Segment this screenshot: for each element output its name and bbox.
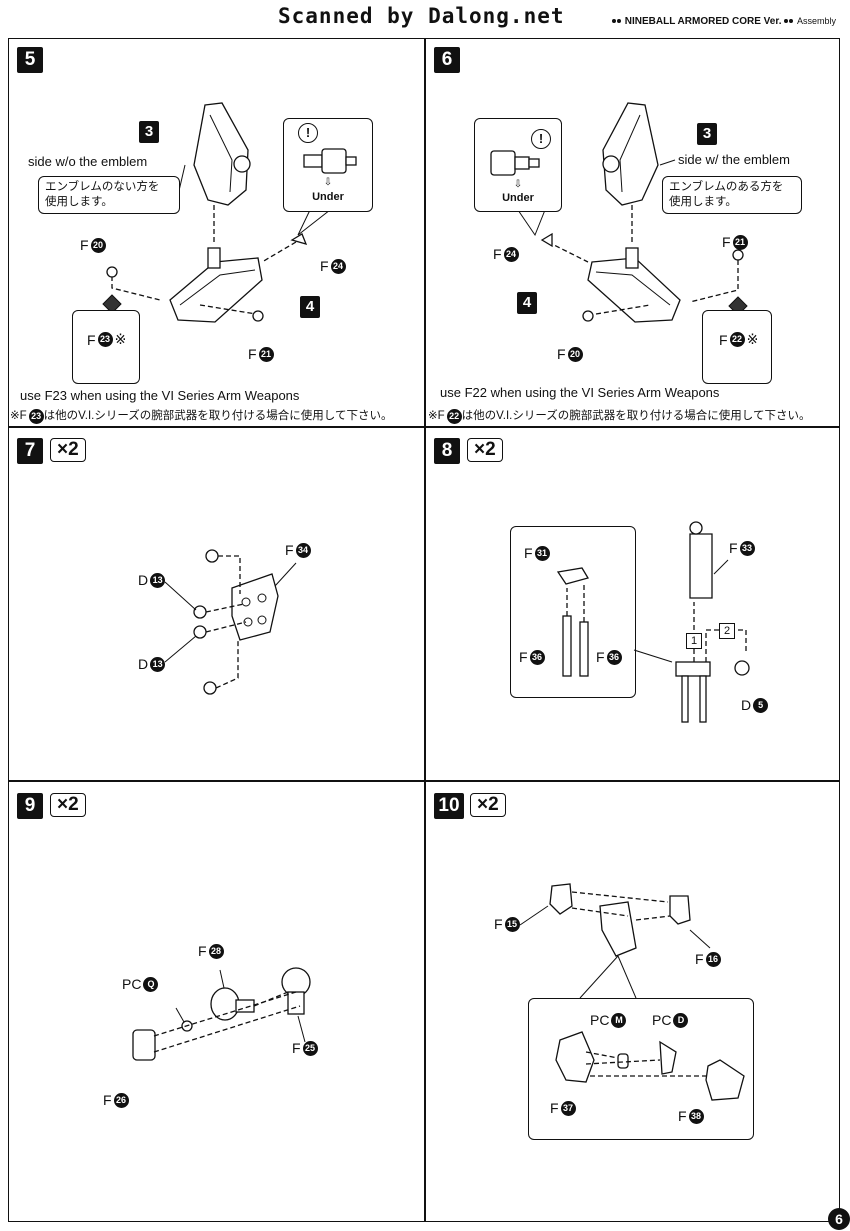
jp-callout: エンブレムのある方を 使用します。 — [662, 176, 802, 214]
quantity-badge: ×2 — [50, 793, 86, 817]
quantity-badge: ×2 — [50, 438, 86, 462]
pc-part — [659, 1040, 677, 1075]
hinge-cap-part — [556, 567, 589, 585]
step7-diagram — [164, 549, 297, 695]
under-detail-box: ! ⇩ Under — [283, 118, 373, 212]
under-label: Under — [312, 191, 344, 203]
order-marker: 1 — [686, 633, 702, 649]
shoulder-armor-part — [193, 102, 249, 206]
part-ref-badge: 4 — [300, 296, 320, 318]
knee-part — [599, 901, 637, 957]
bullet-icon — [617, 19, 621, 23]
note-en: use F23 when using the VI Series Arm Wea… — [20, 388, 300, 403]
part-ref-badge: 3 — [697, 123, 717, 145]
part-ref-badge: 4 — [517, 292, 537, 314]
knee-cover-part — [705, 1059, 745, 1101]
scan-title: Scanned by Dalong.net — [278, 4, 565, 28]
step-number: 7 — [17, 438, 43, 464]
knee-inner-part — [555, 1031, 595, 1083]
jp-callout: エンブレムのない方を 使用します。 — [38, 176, 180, 214]
warning-icon: ! — [531, 129, 551, 149]
shoulder-armor-part — [602, 102, 659, 206]
product-header: NINEBALL ARMORED CORE Ver. Assembly — [612, 16, 836, 27]
sub-assembly-box — [510, 526, 636, 698]
leg-frame-part — [689, 533, 713, 599]
step-number: 10 — [434, 793, 464, 819]
row-divider — [8, 426, 840, 428]
section-title: Assembly — [797, 16, 837, 26]
warning-icon: ! — [298, 123, 318, 143]
bullet-icon — [612, 19, 616, 23]
step-number: 8 — [434, 438, 460, 464]
bullet-icon — [784, 19, 789, 23]
joint-block-part — [231, 573, 279, 641]
column-divider — [424, 38, 426, 1222]
ball-joint-part — [132, 1029, 156, 1061]
quantity-badge: ×2 — [470, 793, 506, 817]
step-number: 5 — [17, 47, 43, 73]
under-part-icon — [303, 148, 357, 174]
bullet-icon — [789, 19, 794, 23]
step-number: 9 — [17, 793, 43, 819]
order-marker: 2 — [719, 623, 735, 639]
quantity-badge: ×2 — [467, 438, 503, 462]
part-ref-badge: 3 — [139, 121, 159, 143]
note-en: use F22 when using the VI Series Arm Wea… — [440, 385, 720, 400]
step-number: 6 — [434, 47, 460, 73]
step8-diagram — [556, 521, 750, 723]
down-arrow-icon: ⇩ — [513, 179, 523, 190]
upper-joint-part — [549, 883, 573, 915]
under-part-icon — [490, 150, 540, 176]
emblem-side-label: side w/o the emblem — [28, 154, 148, 169]
emblem-side-label: side w/ the emblem — [678, 152, 790, 167]
down-arrow-icon: ⇩ — [323, 177, 333, 188]
step10-diagram — [519, 883, 745, 1101]
product-title: NINEBALL ARMORED CORE Ver. — [624, 16, 782, 27]
lower-joint-part — [669, 895, 691, 925]
step5-diagram — [102, 102, 331, 373]
row-divider — [8, 780, 840, 782]
page-number: 6 — [828, 1208, 850, 1230]
under-label: Under — [502, 192, 534, 204]
step9-diagram — [132, 967, 311, 1061]
under-detail-box: ! ⇩ Under — [474, 118, 562, 212]
